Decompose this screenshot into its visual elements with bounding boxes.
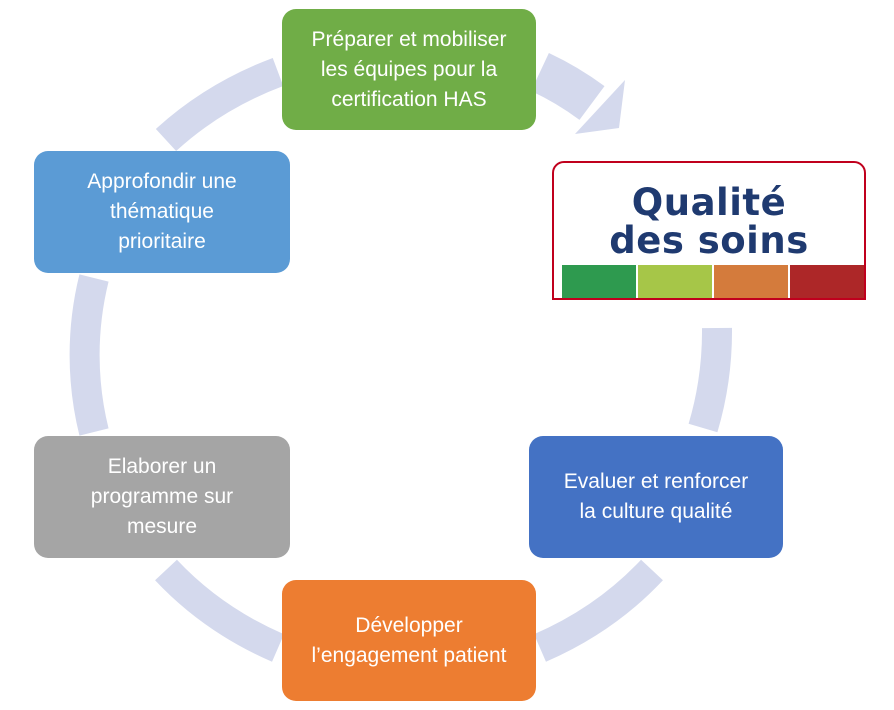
ring-arc-top-left (155, 57, 284, 152)
ring-arc-right (688, 327, 733, 433)
ring-arc-top-right (530, 52, 605, 121)
qualite-des-soins-logo: Qualité des soins (552, 161, 866, 300)
logo-swatch-orange (714, 265, 788, 298)
logo-color-bar (562, 265, 864, 298)
ring-arc-bottom-right (533, 559, 663, 662)
logo-title-line-1: Qualité (631, 181, 787, 224)
step-evaluate-line-1: Evaluer et renforcer (563, 470, 749, 493)
step-program-line-2: programme sur (90, 485, 234, 508)
step-program-box: Elaborer un programme sur mesure (34, 436, 290, 558)
step-deepen-box: Approfondir une thématique prioritaire (34, 151, 290, 273)
logo-swatch-light-green (638, 265, 712, 298)
step-program-line-1: Elaborer un (107, 455, 217, 478)
step-patient-line-2: l’engagement patient (311, 643, 507, 667)
step-prepare-line-2: les équipes pour la (320, 57, 498, 81)
logo-swatch-red (790, 265, 864, 298)
step-evaluate-line-2: la culture qualité (579, 500, 733, 523)
step-deepen-line-3: prioritaire (118, 230, 206, 253)
logo-title-line-2: des soins (609, 219, 809, 262)
ring-arc-left (69, 274, 109, 436)
step-deepen-line-2: thématique (110, 200, 214, 223)
step-prepare-box: Préparer et mobiliser les équipes pour l… (282, 9, 536, 130)
logo-swatch-green (562, 265, 636, 298)
step-prepare-line-1: Préparer et mobiliser (311, 27, 507, 51)
step-program-line-3: mesure (126, 515, 197, 538)
ring-arc-bottom-left (155, 559, 285, 662)
ring-arrowhead (575, 80, 625, 134)
step-prepare-line-3: certification HAS (331, 87, 487, 111)
step-evaluate-box: Evaluer et renforcer la culture qualité (529, 436, 783, 558)
step-deepen-line-1: Approfondir une (87, 170, 237, 193)
step-patient-box: Développer l’engagement patient (282, 580, 536, 701)
step-patient-line-1: Développer (355, 613, 463, 637)
